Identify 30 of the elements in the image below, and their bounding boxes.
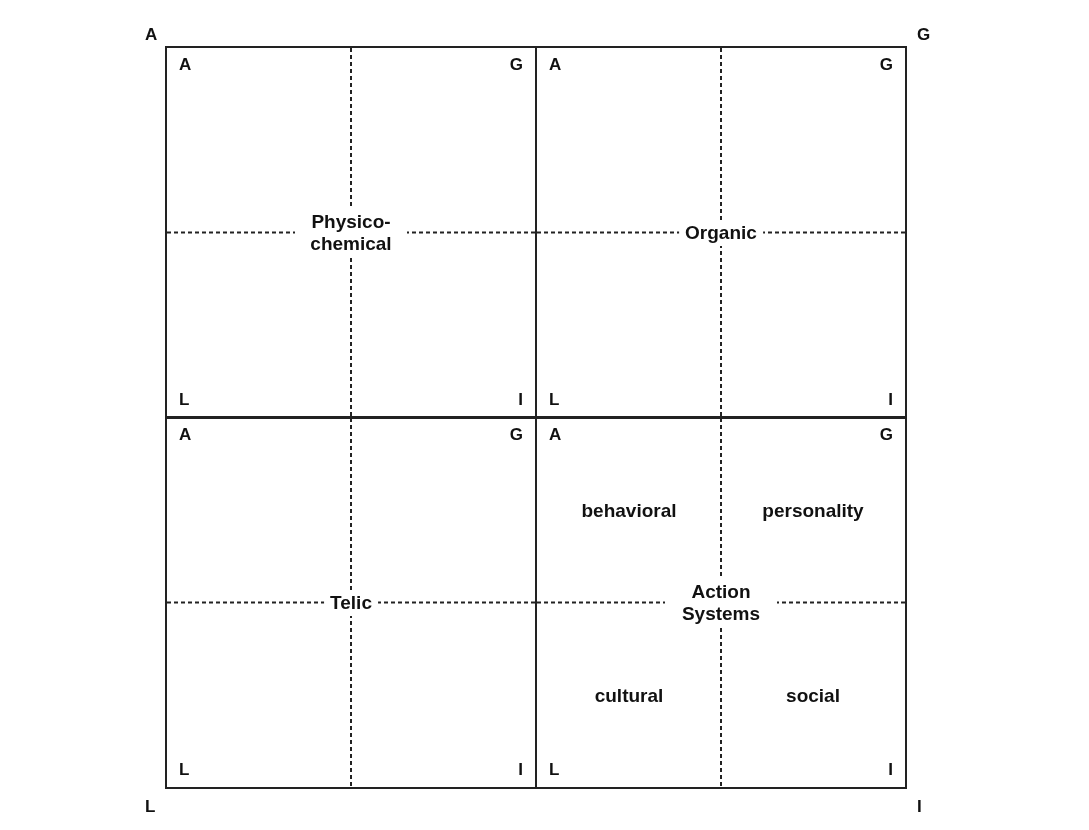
subsystem-label: personality [762, 499, 864, 522]
corner-label: I [917, 798, 922, 816]
corner-label: G [879, 56, 893, 74]
corner-label: G [509, 426, 523, 444]
corner-label: I [518, 391, 523, 409]
corner-label: L [549, 761, 560, 779]
corner-label: A [549, 426, 562, 444]
subsystem-label: behavioral [581, 499, 677, 522]
corner-label: L [179, 761, 190, 779]
quadrant-box [165, 46, 537, 419]
corner-label: A [179, 426, 192, 444]
subsystem-label: social [786, 684, 840, 707]
quadrant-title: Action Systems [665, 578, 777, 627]
subsystem-label: cultural [594, 684, 664, 707]
corner-label: L [179, 391, 190, 409]
corner-label: I [888, 761, 893, 779]
quadrant-box [165, 416, 537, 789]
corner-label: L [549, 391, 560, 409]
quadrant-title: Physico- chemical [295, 208, 407, 257]
corner-label: A [549, 56, 562, 74]
corner-label: I [888, 391, 893, 409]
corner-label: L [145, 798, 156, 816]
corner-label: G [917, 26, 931, 44]
corner-label: I [518, 761, 523, 779]
corner-label: A [179, 56, 192, 74]
corner-label: G [879, 426, 893, 444]
corner-label: G [509, 56, 523, 74]
quadrant-box [535, 416, 907, 789]
quadrant-box [535, 46, 907, 419]
corner-label: A [145, 26, 158, 44]
